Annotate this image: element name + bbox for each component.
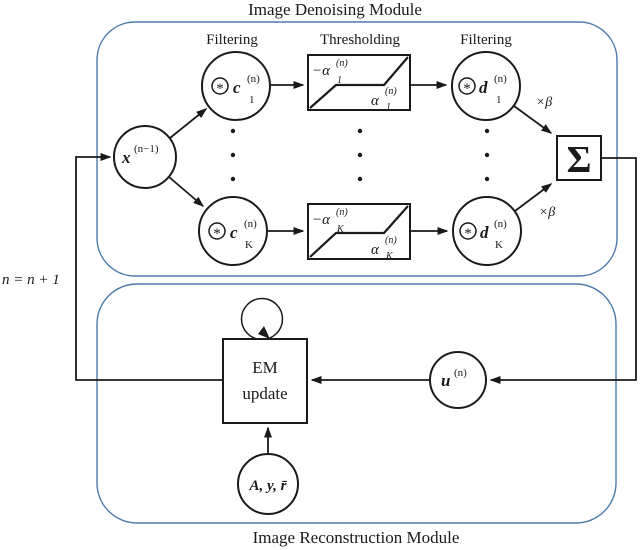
d1-node — [451, 51, 521, 121]
threshold1-pos-label-base: α — [371, 93, 380, 109]
inputs-label: A, y, r̄ — [249, 478, 288, 494]
thresholdK-box — [307, 203, 411, 260]
reconstruction-module-box — [96, 283, 617, 524]
thresholdK-pos-label-sup: (n) — [385, 235, 397, 246]
thresholdK-pos-label-base: α — [371, 242, 380, 258]
d1-label-sub: 1 — [496, 94, 502, 106]
x-to-cK-arrow — [168, 176, 205, 207]
ellipsis-dots-middle — [357, 128, 363, 182]
thresholdK-pos-label-sub: K — [385, 251, 394, 262]
cK-convolution-asterisk: * — [213, 226, 221, 242]
dK-node — [452, 196, 522, 266]
filtering-left-label: Filtering — [206, 32, 258, 48]
d1-convolution-asterisk: * — [463, 81, 471, 97]
u-node — [429, 351, 487, 409]
c1-label-sub: 1 — [249, 94, 255, 106]
em-label-line1: EM — [252, 358, 278, 377]
cK-node — [198, 196, 268, 266]
c1-label-base: c — [233, 78, 241, 97]
beta-top-label: ×β — [536, 95, 552, 110]
threshold1-pos-label-sup: (n) — [385, 86, 397, 97]
x-prev-node — [113, 125, 177, 189]
c1-label-sup: (n) — [247, 73, 260, 85]
threshold1-neg-label-sup: (n) — [336, 58, 348, 69]
dK-label-sub: K — [495, 239, 503, 251]
ellipsis-dots-left — [230, 128, 236, 182]
iteration-counter-label: n = n + 1 — [2, 272, 60, 288]
ellipsis-dots-right — [484, 128, 490, 182]
d1-label-base: d — [479, 78, 488, 97]
denoising-module-box — [96, 21, 618, 277]
beta-bottom-label: ×β — [539, 205, 555, 220]
thresholdK-neg-label-base: −α — [312, 212, 331, 228]
d1-convolution-icon: * — [458, 77, 476, 97]
x-prev-label-sup: (n−1) — [134, 143, 159, 155]
cK-label-base: c — [230, 223, 238, 242]
inputs-node — [237, 453, 299, 515]
x-to-c1-arrow — [169, 108, 208, 139]
threshold1-curve — [309, 56, 409, 109]
threshold1-neg-label-base: −α — [312, 63, 331, 79]
dK-label-base: d — [480, 223, 489, 242]
threshold1-box — [307, 54, 411, 111]
u-label-base: u — [441, 371, 450, 390]
d1-label-sup: (n) — [494, 73, 507, 85]
d1-to-sum-arrow — [513, 105, 553, 134]
c1-convolution-asterisk: * — [216, 81, 224, 97]
thresholdK-curve — [309, 205, 409, 258]
em-label-line2: update — [242, 384, 287, 403]
c1-convolution-icon: * — [211, 77, 229, 97]
u-label-sup: (n) — [454, 367, 467, 379]
thresholdK-neg-label-sup: (n) — [336, 207, 348, 218]
dK-convolution-asterisk: * — [464, 226, 472, 242]
sum-box — [556, 135, 602, 181]
thresholdK-neg-label-sub: K — [336, 224, 345, 235]
sum-label: Σ — [567, 139, 592, 181]
cK-convolution-icon: * — [208, 222, 226, 242]
cK-label-sup: (n) — [244, 218, 257, 230]
threshold1-neg-label-sub: 1 — [337, 75, 342, 86]
reconstruction-module-title: Image Reconstruction Module — [253, 528, 460, 547]
thresholding-label: Thresholding — [320, 32, 400, 48]
cK-label-sub: K — [245, 239, 253, 251]
sum-to-u-arrow — [489, 157, 637, 384]
em-box — [222, 338, 308, 424]
x-prev-label-base: x — [121, 148, 131, 167]
dK-label-sup: (n) — [494, 218, 507, 230]
denoising-module-title: Image Denoising Module — [248, 0, 422, 19]
em-to-x-feedback-arrow — [75, 153, 223, 381]
dK-to-sum-arrow — [514, 183, 553, 212]
em-self-loop-arrowhead — [258, 326, 270, 339]
dK-convolution-icon: * — [459, 222, 477, 242]
threshold1-pos-label-sub: 1 — [386, 102, 391, 113]
filtering-right-label: Filtering — [460, 32, 512, 48]
c1-node — [201, 51, 271, 121]
